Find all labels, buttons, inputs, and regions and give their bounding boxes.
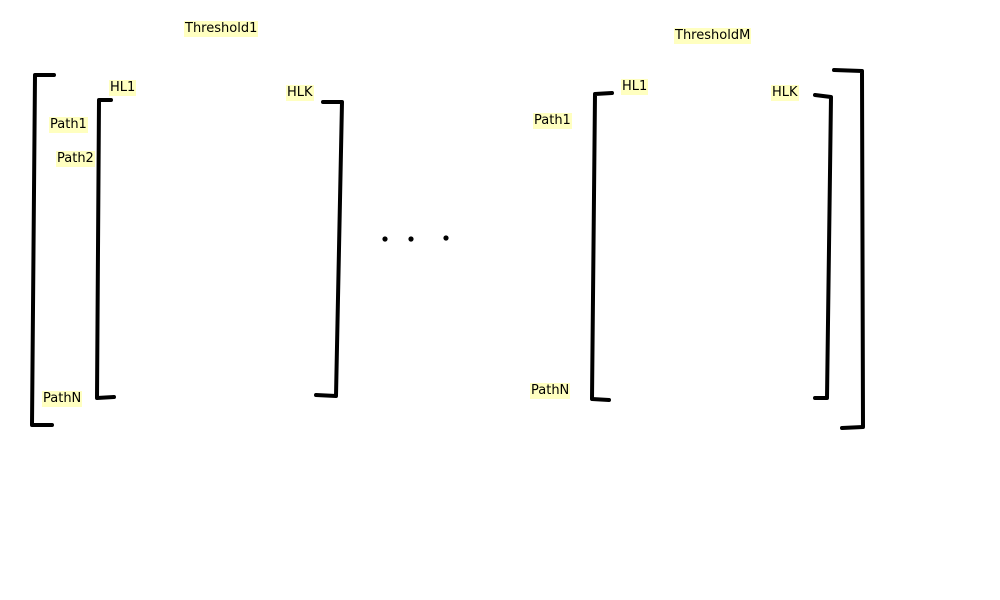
group-m-pathn-label: PathN — [530, 383, 571, 399]
group-m-inner-right-bracket — [813, 93, 833, 400]
group-1-inner-left-bracket — [95, 98, 116, 400]
group-1-outer-left-bracket — [30, 73, 56, 427]
ellipsis-dot-1 — [382, 236, 388, 242]
group-1-inner-right-bracket — [314, 100, 344, 398]
group-m-inner-left-bracket — [590, 91, 614, 402]
group-m-hlk-label: HLK — [771, 85, 799, 101]
group-1-title: Threshold1 — [184, 21, 259, 37]
group-m-title: ThresholdM — [674, 28, 752, 44]
ellipsis-dot-3 — [443, 235, 449, 241]
group-m-path1-label: Path1 — [533, 113, 572, 129]
group-1-pathn-label: PathN — [42, 391, 83, 407]
group-m-outer-right-bracket — [832, 68, 865, 430]
group-1-path2-label: Path2 — [56, 151, 95, 167]
group-m-hl1-label: HL1 — [621, 79, 649, 95]
ellipsis-dot-2 — [408, 236, 414, 242]
group-1-path1-label: Path1 — [49, 117, 88, 133]
group-1-hl1-label: HL1 — [109, 80, 137, 96]
group-1-hlk-label: HLK — [286, 85, 314, 101]
